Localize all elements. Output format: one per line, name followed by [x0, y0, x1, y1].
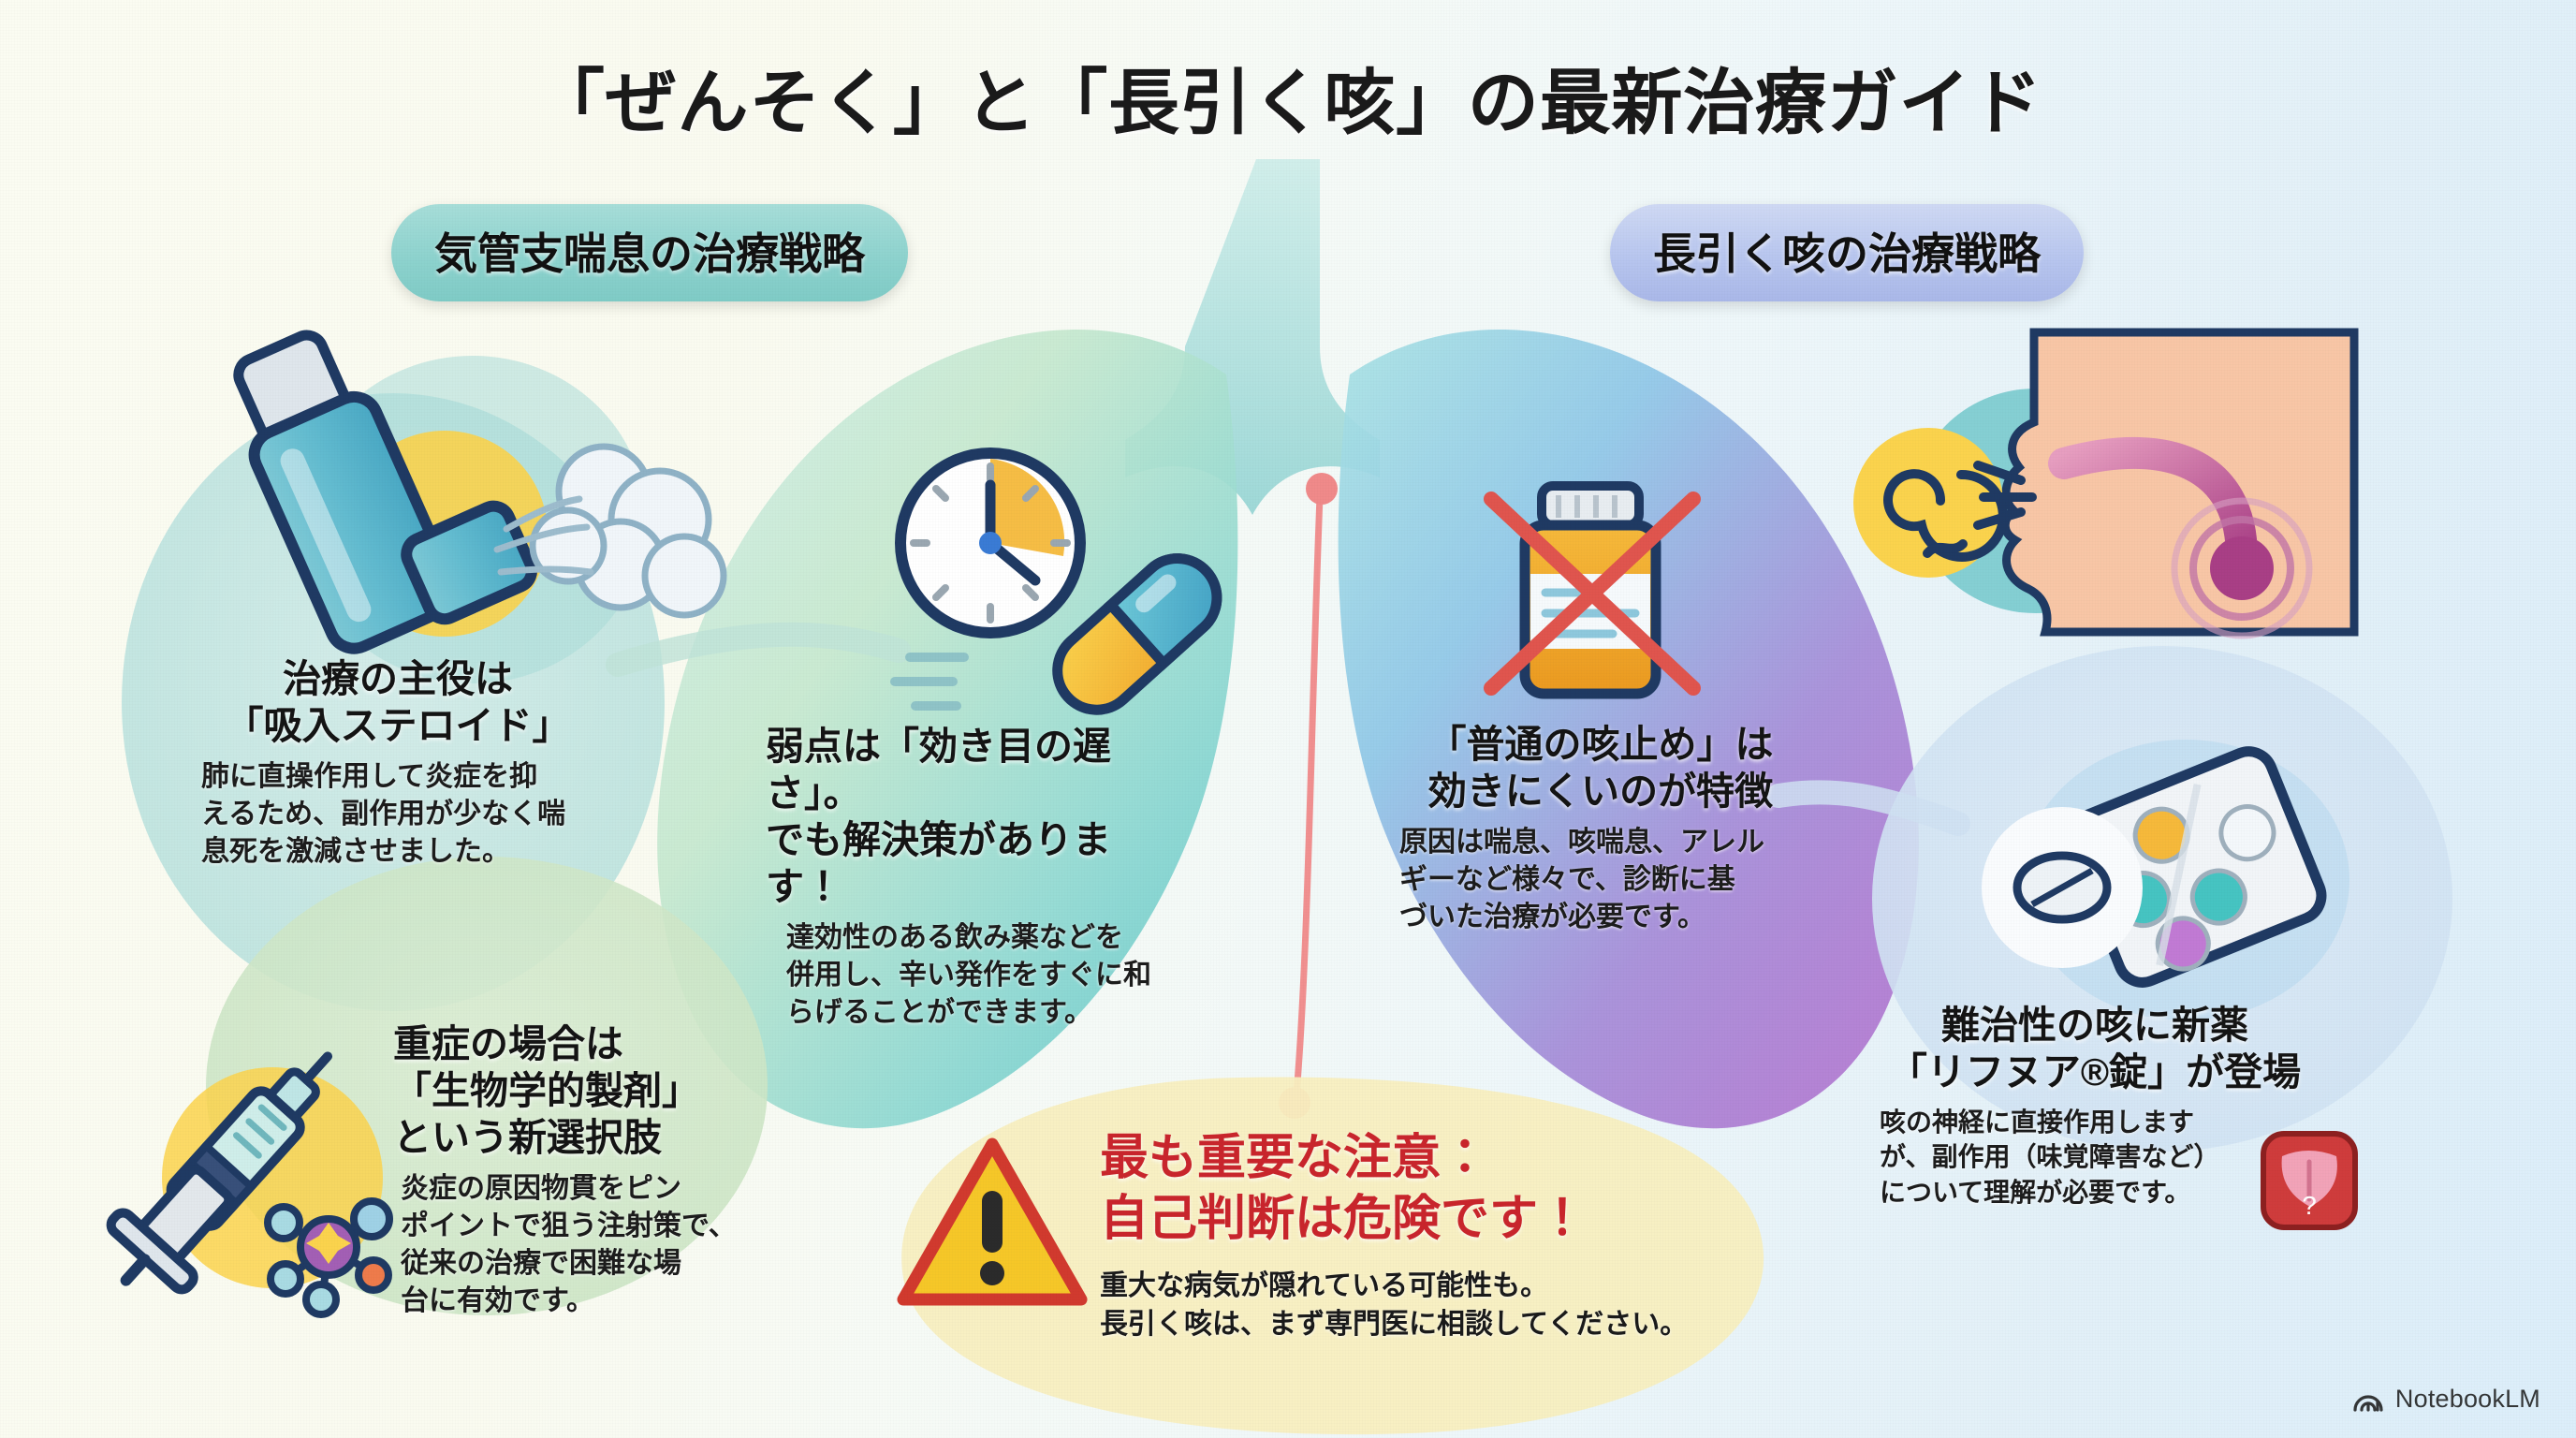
syringe-icon [106, 1051, 393, 1318]
clock-pill-icon [890, 448, 1222, 715]
block-body: 原因は喘息、咳喘息、アレル ギーなど様々で、診断に基 づいた治療が必要です。 [1399, 827, 1764, 932]
block-heading: 治療の主役は 「吸入ステロイド」 [225, 657, 571, 748]
page-title: 「ぜんそく」と「長引く咳」の最新治療ガイド [534, 64, 2042, 143]
block-body: 炎症の原因物貫をピン ポイントで狙う注射策で、 従来の治療で困難な場 台に有効で… [401, 1173, 737, 1316]
block-ordinary-cough-medicine: 「普通の咳止め」は 効きにくいのが特徴 原因は喘息、咳喘息、アレル ギーなど様々… [1399, 721, 1802, 936]
warning-body: 重大な病気が隠れている可能性も。 長引く咳は、まず専門医に相談してください。 [1100, 1270, 1689, 1341]
warning-callout-background [901, 1077, 1764, 1435]
warning-heading: 最も重要な注意： 自己判断は危険です！ [1100, 1131, 1588, 1246]
block-heading: 弱点は「効き目の遅さ」。 でも解決策があります！ [766, 725, 1111, 909]
section-header-cough: 長引く咳の治療戦略 [1610, 204, 2084, 301]
notebooklm-logo-icon [2353, 1394, 2383, 1412]
block-biologics: 重症の場合は 「生物学的製剤」 という新選択肢 炎症の原因物貫をピン ポイントで… [393, 1020, 768, 1320]
block-body: 達効性のある飲み薬などを 併用し、辛い発作をすぐに和 らげることができます。 [786, 922, 1151, 1028]
blister-pack-icon [1982, 740, 2349, 1020]
red-cross-out-icon [1484, 492, 1701, 696]
block-inhaled-steroid: 治療の主役は 「吸入ステロイド」 肺に直操作用して炎症を抑 えるため、副作用が少… [201, 655, 594, 871]
notebooklm-watermark: NotebookLM [2352, 1385, 2540, 1414]
warning-triangle-icon [897, 1137, 1088, 1306]
inhaler-icon [233, 330, 727, 683]
block-heading: 重症の場合は 「生物学的製剤」 という新選択肢 [393, 1022, 700, 1160]
block-body: 咳の神経に直接作用します が、副作用（味覚障害など） について理解が必要です。 [1880, 1108, 2220, 1207]
block-heading: 難治性の咳に新薬 「リフヌア®錠」が登場 [1888, 1004, 2302, 1094]
watermark-label: NotebookLM [2394, 1385, 2540, 1413]
warning-callout: 最も重要な注意： 自己判断は危険です！ 重大な病気が隠れている可能性も。 長引く… [1100, 1128, 1755, 1344]
crossed-medicine-bottle-icon [1484, 481, 1701, 699]
block-new-drug: 難治性の咳に新薬 「リフヌア®錠」が登場 咳の神経に直接作用します が、副作用（… [1880, 1002, 2310, 1210]
block-body: 肺に直操作用して炎症を抑 えるため、副作用が少なく喘 息死を激減させました。 [201, 761, 566, 867]
section-header-asthma: 気管支喘息の治療戦略 [391, 204, 908, 301]
taste-disorder-tongue-icon: ? [2261, 1131, 2358, 1230]
throat-cough-icon [1853, 328, 2359, 639]
block-heading: 「普通の咳止め」は 効きにくいのが特徴 [1427, 723, 1774, 814]
svg-text:?: ? [2302, 1191, 2317, 1220]
block-slow-onset: 弱点は「効き目の遅さ」。 でも解決策があります！ 達効性のある飲み薬などを 併用… [766, 723, 1178, 1032]
